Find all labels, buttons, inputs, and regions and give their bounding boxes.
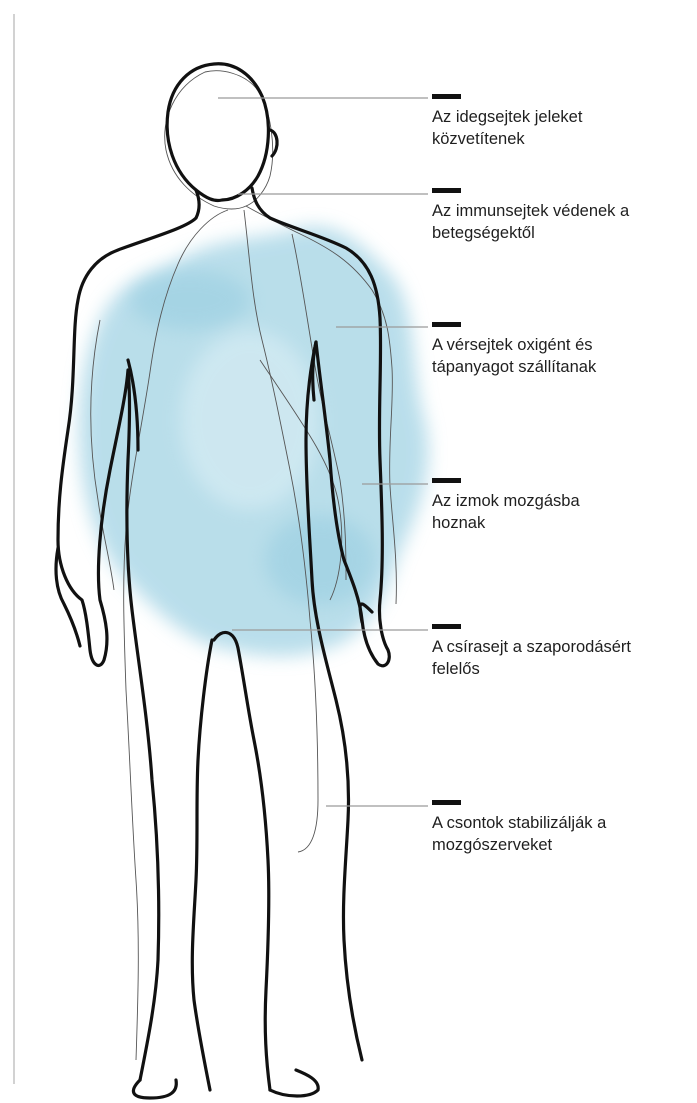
label-nerve-cells: Az idegsejtek jeleket közvetítenek (432, 94, 697, 150)
label-text: Az immunsejtek védenek a betegségektől (432, 200, 697, 244)
label-marker (432, 478, 461, 483)
label-marker (432, 188, 461, 193)
label-text: A csírasejt a szaporodásért felelős (432, 636, 697, 680)
label-marker (432, 624, 461, 629)
label-marker (432, 800, 461, 805)
label-text: A csontok stabilizálják a mozgószerveket (432, 812, 697, 856)
label-text: Az izmok mozgásba hoznak (432, 490, 697, 534)
label-germ-cell: A csírasejt a szaporodásért felelős (432, 624, 697, 680)
label-immune-cells: Az immunsejtek védenek a betegségektől (432, 188, 697, 244)
label-blood-cells: A vérsejtek oxigént és tápanyagot szállí… (432, 322, 697, 378)
label-bones: A csontok stabilizálják a mozgószerveket (432, 800, 697, 856)
label-muscles: Az izmok mozgásba hoznak (432, 478, 697, 534)
label-marker (432, 322, 461, 327)
label-marker (432, 94, 461, 99)
label-text: A vérsejtek oxigént és tápanyagot szállí… (432, 334, 697, 378)
label-text: Az idegsejtek jeleket közvetítenek (432, 106, 697, 150)
